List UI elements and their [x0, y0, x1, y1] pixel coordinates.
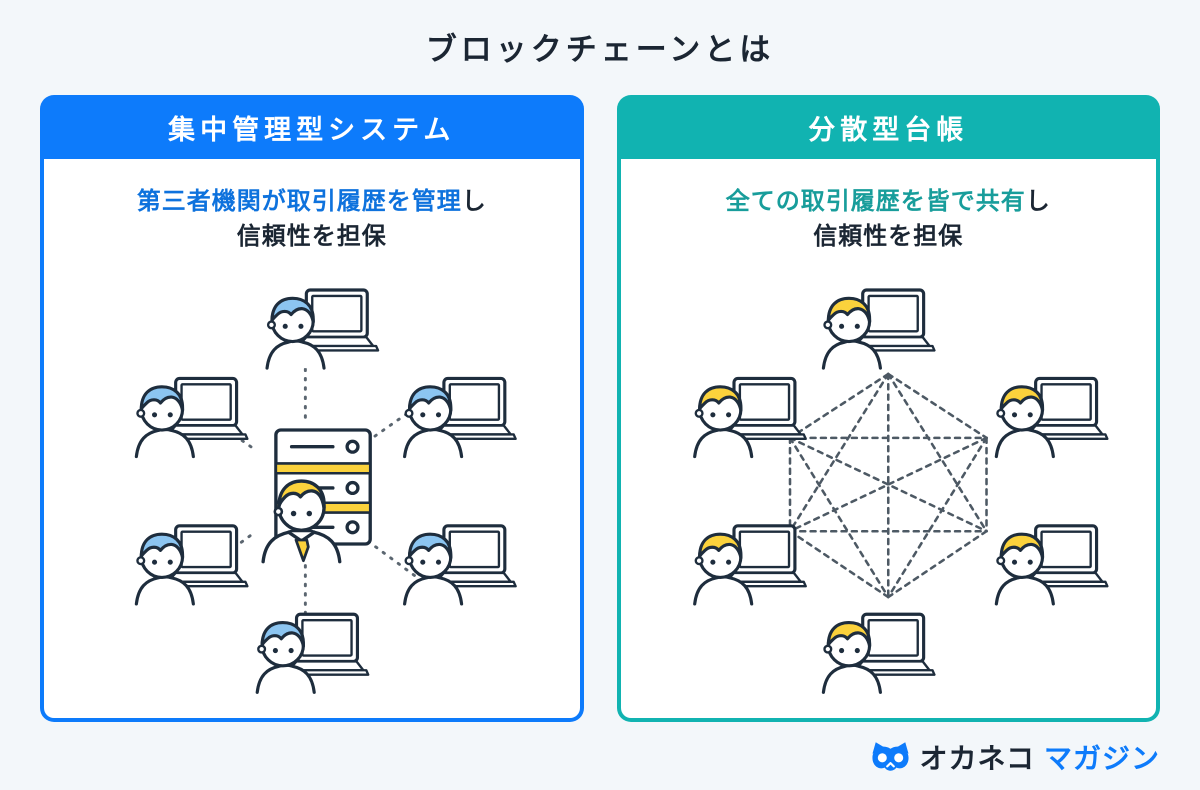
subtitle-rest: し: [1025, 188, 1051, 215]
cat-logo-icon: [871, 742, 909, 771]
person-with-laptop-icon: [692, 376, 807, 459]
person-with-laptop-icon: [134, 376, 249, 459]
subtitle-highlight: 全ての取引履歴を皆で共有: [725, 188, 1026, 215]
person-with-laptop-icon: [403, 376, 518, 459]
panel-centralized-subtitle: 第三者機関が取引履歴を管理し信頼性を担保: [44, 184, 580, 254]
panel-centralized-header: 集中管理型システム: [40, 95, 584, 159]
brand-logo: オカネコマガジン: [870, 737, 1160, 777]
subtitle-rest: し: [461, 188, 487, 215]
centralized-network-diagram: [44, 256, 580, 718]
panel-centralized-body: 第三者機関が取引履歴を管理し信頼性を担保: [40, 159, 584, 722]
comparison-panels: 集中管理型システム 第三者機関が取引履歴を管理し信頼性を担保: [0, 95, 1200, 722]
brand-suffix: マガジン: [1043, 743, 1160, 774]
person-with-laptop-icon: [403, 524, 518, 606]
person-with-laptop-icon: [265, 288, 380, 370]
subtitle-line2: 信頼性を担保: [813, 223, 964, 250]
server-administrator-icon: [261, 428, 372, 564]
brand-name: オカネコ: [919, 743, 1035, 774]
person-with-laptop-icon: [134, 524, 249, 606]
mesh-network-lines: [788, 372, 988, 599]
panel-distributed-subtitle: 全ての取引履歴を皆で共有し信頼性を担保: [621, 184, 1157, 254]
distributed-network-diagram: [621, 256, 1157, 718]
panel-distributed-header: 分散型台帳: [616, 95, 1160, 159]
subtitle-highlight: 第三者機関が取引履歴を管理: [136, 188, 462, 215]
person-with-laptop-icon: [692, 524, 807, 606]
person-with-laptop-icon: [821, 612, 936, 694]
panel-distributed-body: 全ての取引履歴を皆で共有し信頼性を担保: [616, 159, 1160, 722]
person-with-laptop-icon: [994, 376, 1109, 459]
page-title: ブロックチェーンとは: [425, 32, 775, 67]
person-with-laptop-icon: [821, 288, 936, 370]
person-with-laptop-icon: [994, 524, 1109, 606]
panel-centralized: 集中管理型システム 第三者機関が取引履歴を管理し信頼性を担保: [40, 95, 584, 722]
person-with-laptop-icon: [255, 612, 370, 694]
panel-distributed: 分散型台帳 全ての取引履歴を皆で共有し信頼性を担保: [616, 95, 1160, 722]
subtitle-line2: 信頼性を担保: [236, 223, 387, 250]
